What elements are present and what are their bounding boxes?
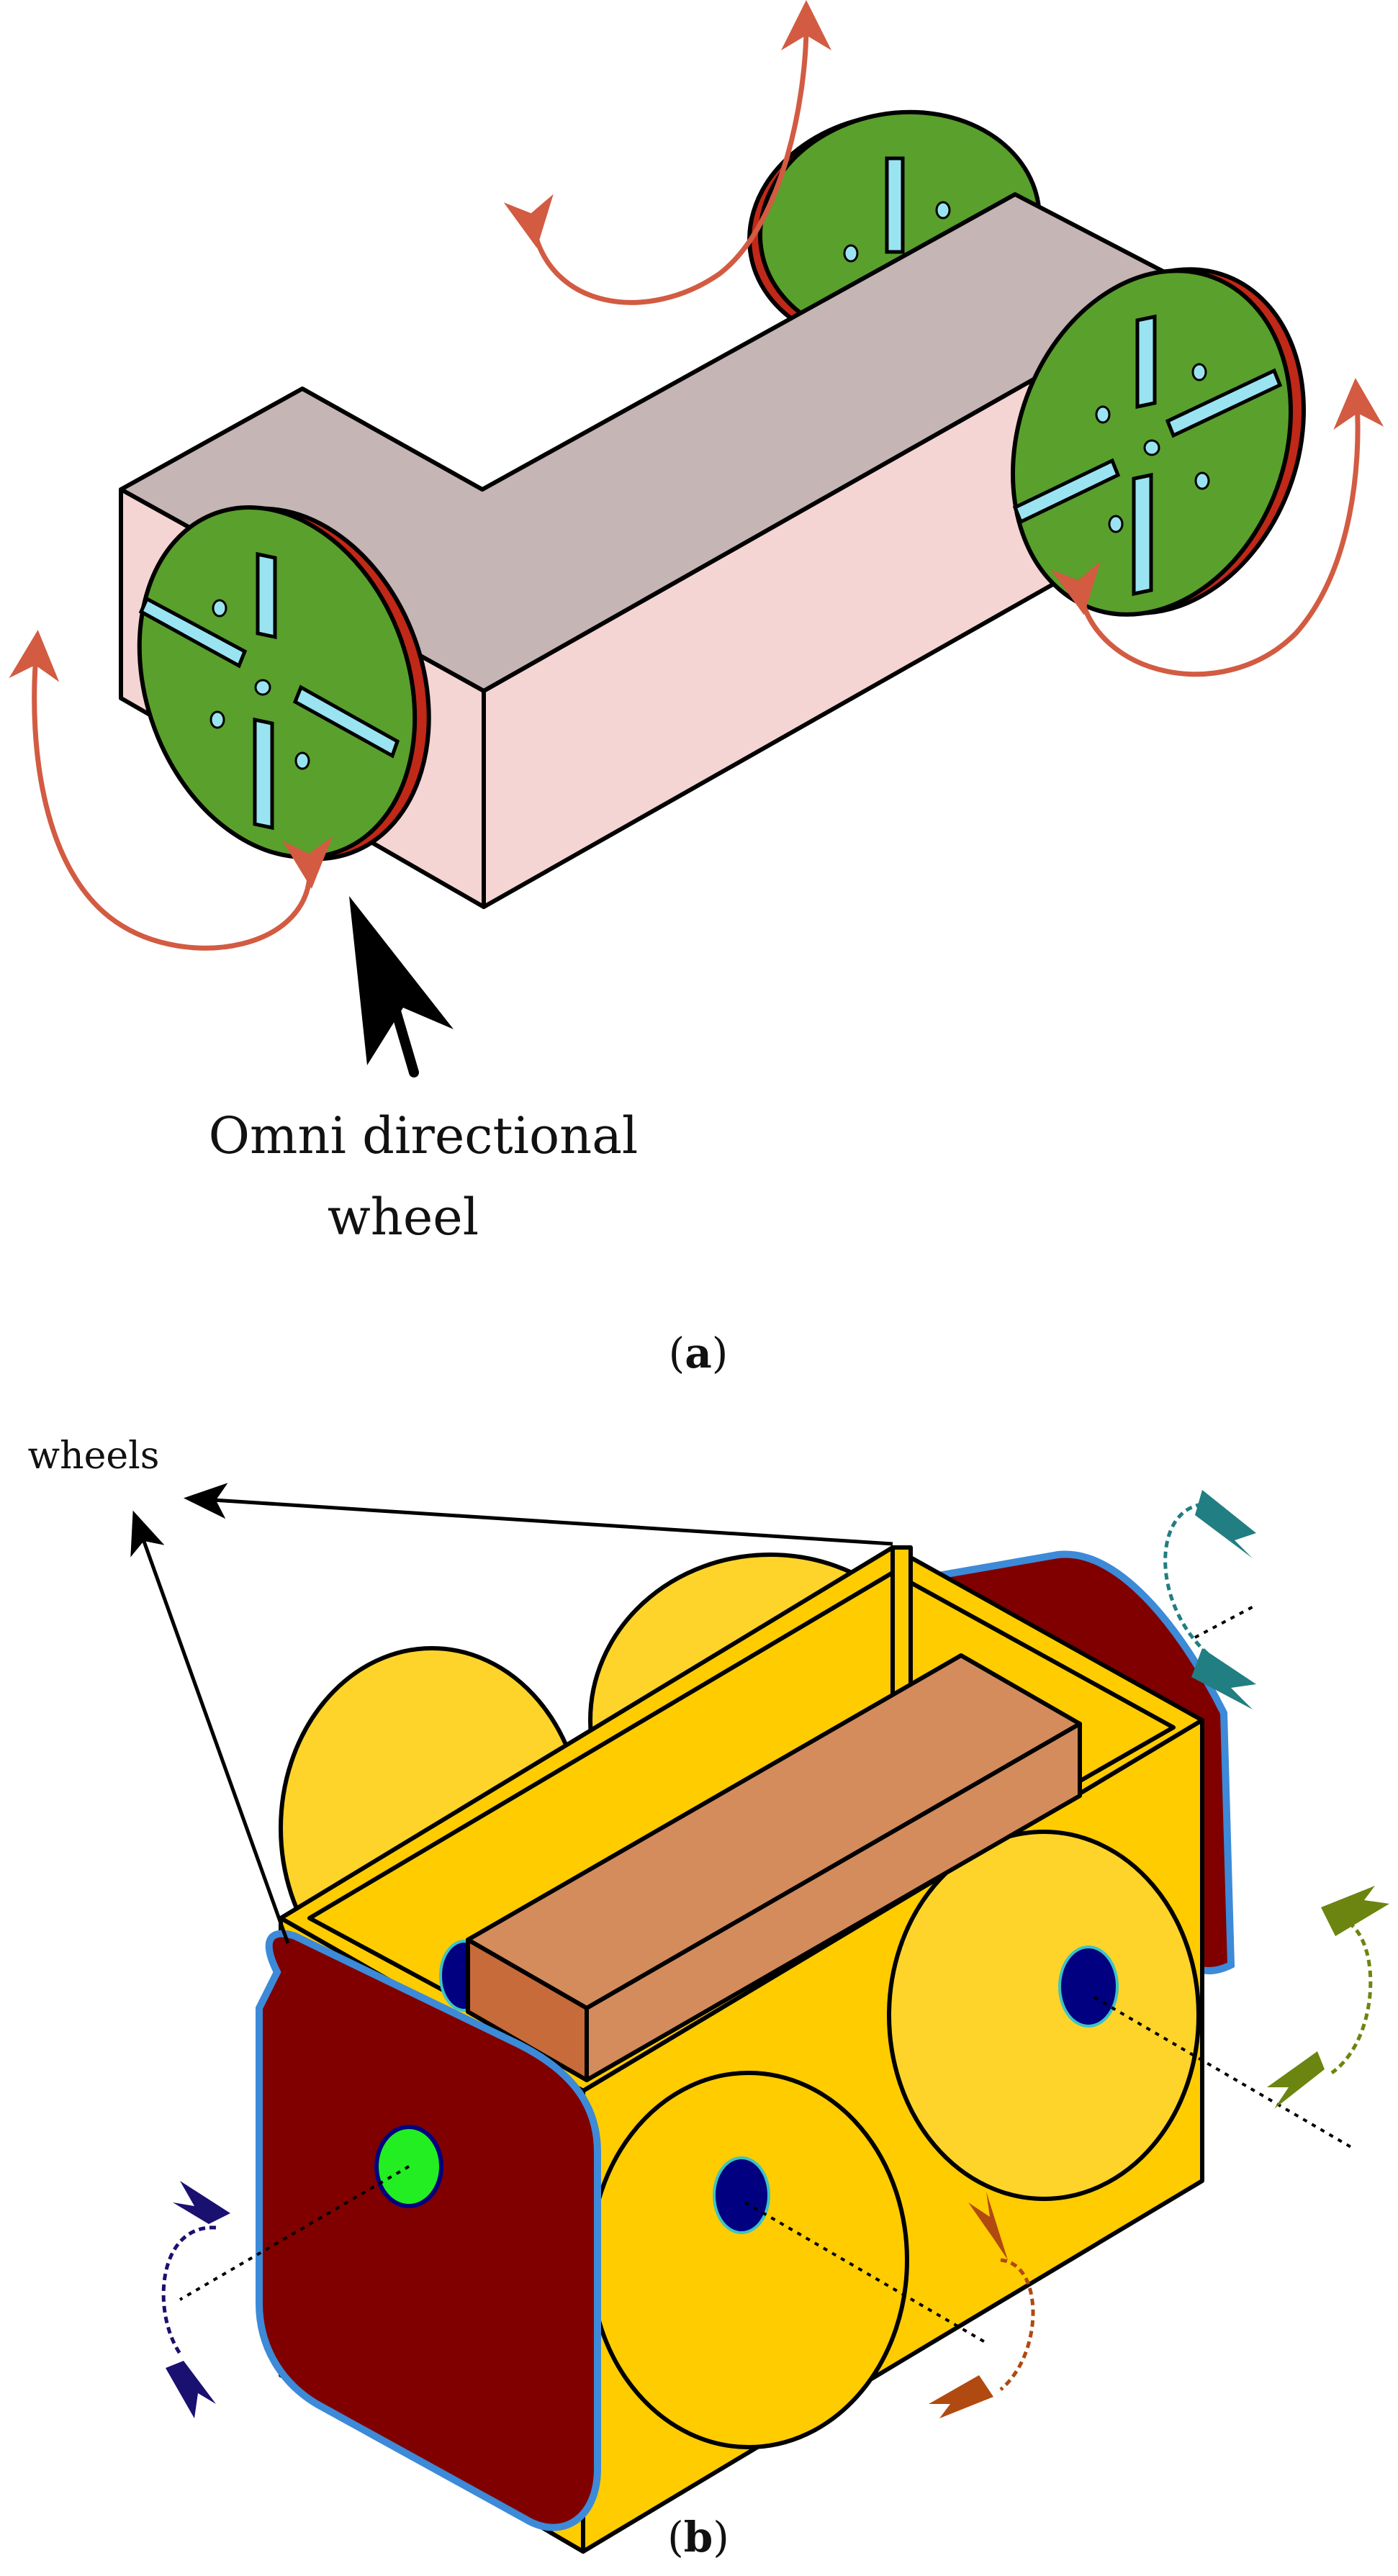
center-block [466,1653,1082,2082]
panel-b-diagram: wheels (b) [28,1434,1389,2562]
rotation-arrows-a [9,0,1384,951]
wheels-label: wheels [28,1434,160,1478]
rotation-arrowheads-b [166,1490,1389,2418]
hub-middle [1058,1945,1119,2028]
wheels-leader-lines [130,1483,893,1944]
panel-a-diagram: Omni directional wheel (a) [9,0,1384,1378]
hub-front-side [713,2156,770,2234]
caption-b: (b) [667,2513,729,2562]
curved-rotation-arrow-icon [1163,1502,1211,1657]
wheel-front-side [588,2071,909,2449]
curved-rotation-arrow-icon [9,630,333,951]
omni-wheel-label-line1: Omni directional [209,1106,639,1165]
axis-lines [179,1604,1355,2344]
wheel-middle-right [887,1830,1201,2201]
curved-rotation-arrow-icon [503,0,831,305]
omni-wheel-label-line2: wheel [328,1188,479,1247]
curved-rotation-arrow-icon [1050,378,1384,677]
curved-rotation-arrow-icon [1330,1916,1373,2075]
rotation-arrows-b [161,1502,1373,2391]
caption-a: (a) [669,1329,729,1378]
black-arrow-pointer-icon [349,896,454,1077]
curved-rotation-arrow-icon [161,2225,217,2355]
curved-rotation-arrow-icon [999,2258,1035,2391]
wheel-front-main [256,1930,601,2531]
